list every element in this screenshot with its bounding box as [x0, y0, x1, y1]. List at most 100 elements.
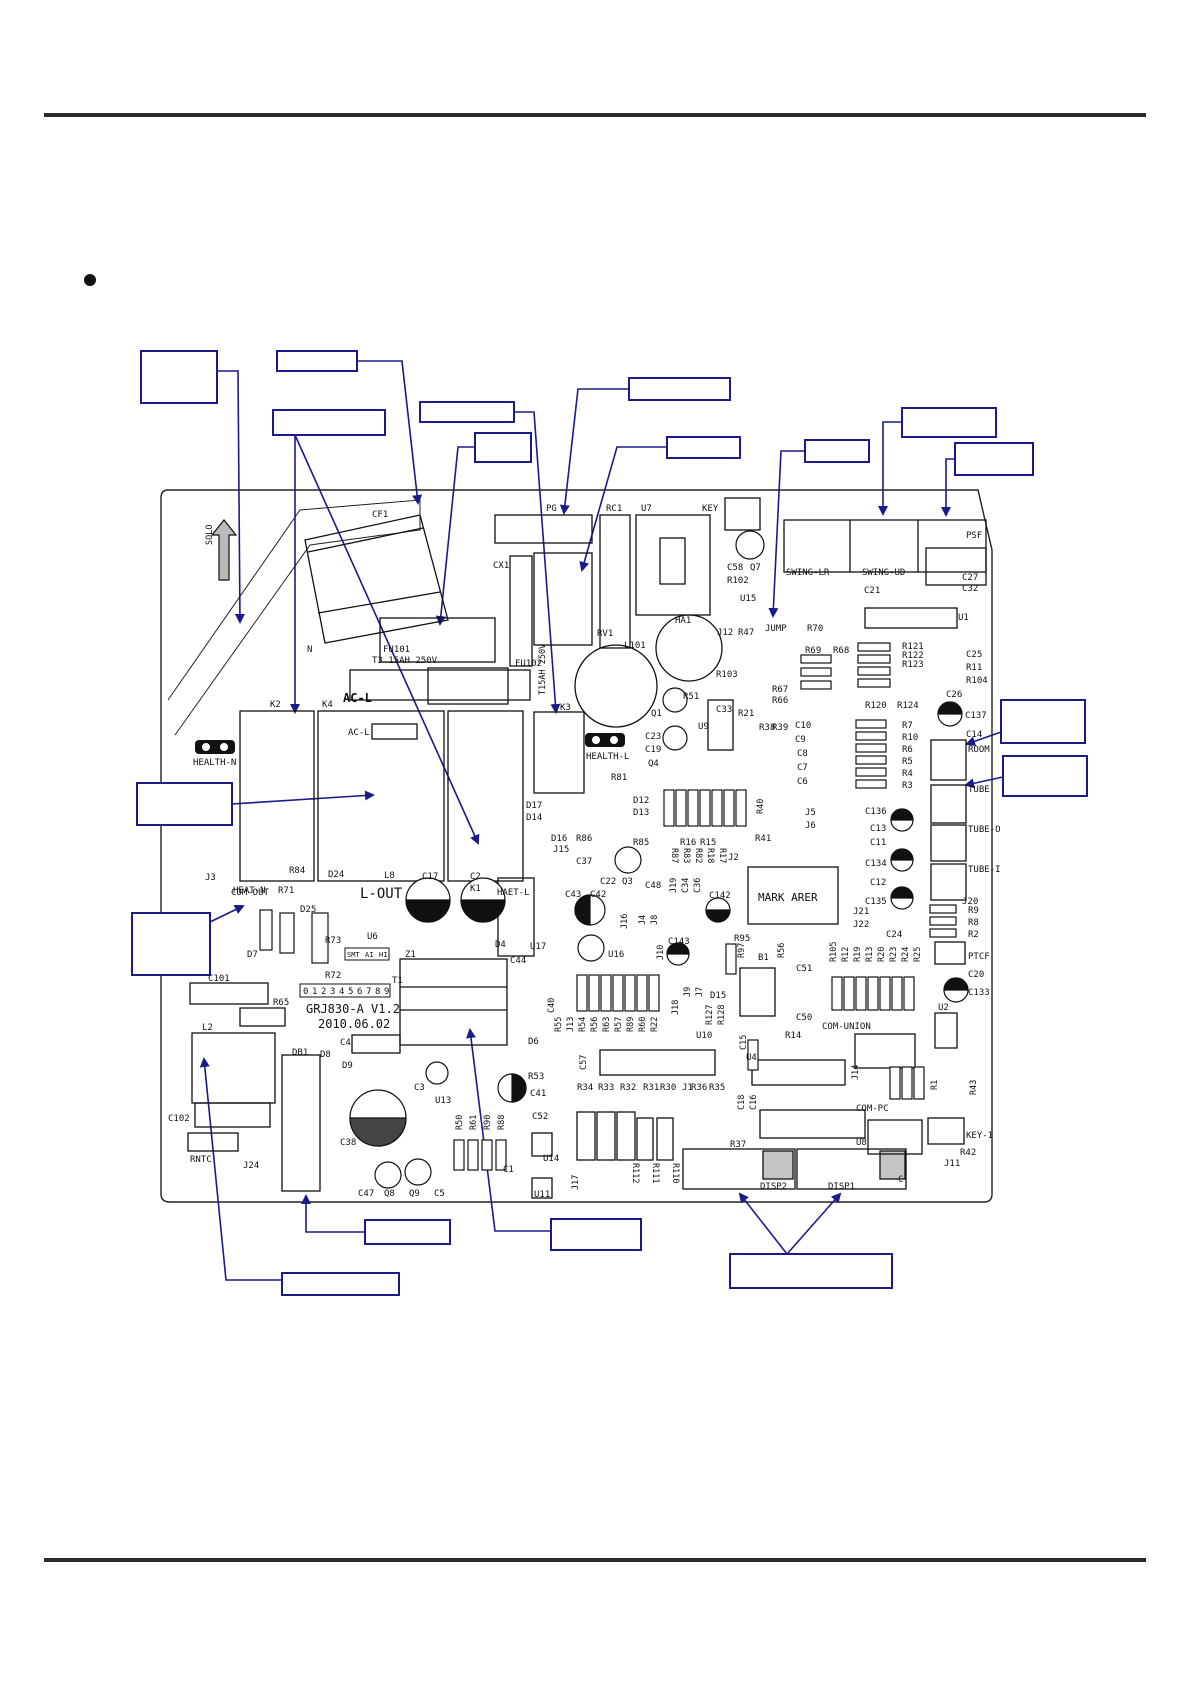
label-jump: JUMP	[765, 624, 787, 634]
label-r34: R34	[577, 1083, 593, 1093]
label-c27: C27	[962, 573, 978, 583]
label-c48: C48	[645, 881, 661, 891]
label-r83: R83	[681, 848, 691, 863]
label-r14: R14	[785, 1031, 801, 1041]
label-j15: J15	[553, 845, 569, 855]
label-c21: C21	[864, 586, 880, 596]
label-r82: R82	[693, 848, 703, 863]
label-key1: KEY-1	[966, 1131, 993, 1141]
label-r104: R104	[966, 676, 988, 686]
callout-box-15	[364, 1219, 451, 1245]
label-r47: R47	[738, 628, 754, 638]
label-r55: R55	[554, 1017, 564, 1032]
leader-2	[357, 360, 423, 505]
label-r67: R67	[772, 685, 788, 695]
label-q7: Q7	[750, 563, 761, 573]
label-r39: R39	[772, 723, 788, 733]
label-r6: R6	[902, 745, 913, 755]
label-c16: C16	[749, 1095, 759, 1110]
label-l101: L101	[624, 641, 646, 651]
jumper-digit-8: 8	[375, 987, 380, 997]
label-swing-lr: SWING-LR	[786, 568, 830, 578]
label-mark: MARK ARER	[758, 891, 818, 904]
label-r65: R65	[273, 998, 289, 1008]
leader-3b	[294, 434, 480, 845]
label-c36: C36	[693, 878, 703, 893]
callout-box-11	[1000, 699, 1086, 744]
label-r124: R124	[897, 701, 919, 711]
label-r8: R8	[968, 918, 979, 928]
label-r33: R33	[598, 1083, 614, 1093]
label-room: ROOM	[968, 745, 990, 755]
label-c7: C7	[797, 763, 808, 773]
label-d12: D12	[633, 796, 649, 806]
label-d16: D16	[551, 834, 567, 844]
label-r102: R102	[727, 576, 749, 586]
label-j3: J3	[205, 873, 216, 883]
label-c137: C137	[965, 711, 987, 721]
label-c15: C15	[739, 1035, 749, 1050]
label-c10: C10	[795, 721, 811, 731]
label-c-b: C	[898, 1175, 903, 1185]
label-b1: B1	[758, 953, 769, 963]
label-j1: J1	[682, 1083, 693, 1093]
label-r95: R95	[734, 934, 750, 944]
label-swing-ud: SWING-UD	[862, 568, 905, 578]
label-c13: C13	[870, 824, 886, 834]
label-c41: C41	[530, 1089, 546, 1099]
label-r5: R5	[902, 757, 913, 767]
label-c135: C135	[865, 897, 887, 907]
label-r60: R60	[638, 1017, 648, 1032]
label-c133: C133	[968, 988, 990, 998]
label-c43: C43	[565, 890, 581, 900]
label-r24: R24	[901, 947, 911, 962]
label-k3: K3	[560, 703, 571, 713]
label-c33: C33	[716, 705, 732, 715]
label-r63: R63	[602, 1017, 612, 1032]
callout-box-2	[276, 350, 358, 372]
label-r32: R32	[620, 1083, 636, 1093]
callout-box-17	[281, 1272, 400, 1296]
label-c136: C136	[865, 807, 887, 817]
label-c6: C6	[797, 777, 808, 787]
callout-box-18	[729, 1253, 893, 1289]
label-q1: Q1	[651, 709, 662, 719]
callout-box-3	[272, 409, 386, 436]
label-u13: U13	[435, 1096, 451, 1106]
leader-7	[579, 446, 667, 572]
label-l2: L2	[202, 1023, 213, 1033]
label-c40: C40	[547, 998, 557, 1013]
label-r61: R61	[469, 1115, 479, 1130]
label-r17: R17	[717, 848, 727, 863]
label-r13: R13	[865, 947, 875, 962]
label-u16: U16	[608, 950, 624, 960]
leader-13	[231, 790, 375, 805]
label-r21: R21	[738, 709, 754, 719]
jumper-digit-0: 0	[303, 987, 308, 997]
label-c47: C47	[358, 1189, 374, 1199]
bullet-point	[84, 274, 96, 286]
label-r15: R15	[700, 838, 716, 848]
leader-16	[466, 1028, 551, 1232]
label-j11: J11	[944, 1159, 960, 1169]
label-ac-l: AC-L	[343, 691, 372, 705]
label-j9: J9	[683, 987, 693, 997]
label-r30: R30	[660, 1083, 676, 1093]
leader-9	[878, 421, 902, 516]
label-j8: J8	[650, 915, 660, 925]
label-u9: U9	[698, 722, 709, 732]
label-r68: R68	[833, 646, 849, 656]
label-rv1: RV1	[597, 629, 613, 639]
label-c101: C101	[208, 974, 230, 984]
leader-1	[217, 370, 245, 624]
label-r105: R105	[829, 942, 839, 962]
callout-box-16	[550, 1218, 642, 1251]
label-j13: J13	[566, 1017, 576, 1032]
label-t1: T1	[392, 976, 403, 986]
label-u2: U2	[938, 1003, 949, 1013]
label-q9: Q9	[409, 1189, 420, 1199]
label-u1: U1	[958, 613, 969, 623]
label-j18: J18	[671, 1000, 681, 1015]
label-r112: R112	[630, 1163, 640, 1183]
label-j6: J6	[805, 821, 816, 831]
